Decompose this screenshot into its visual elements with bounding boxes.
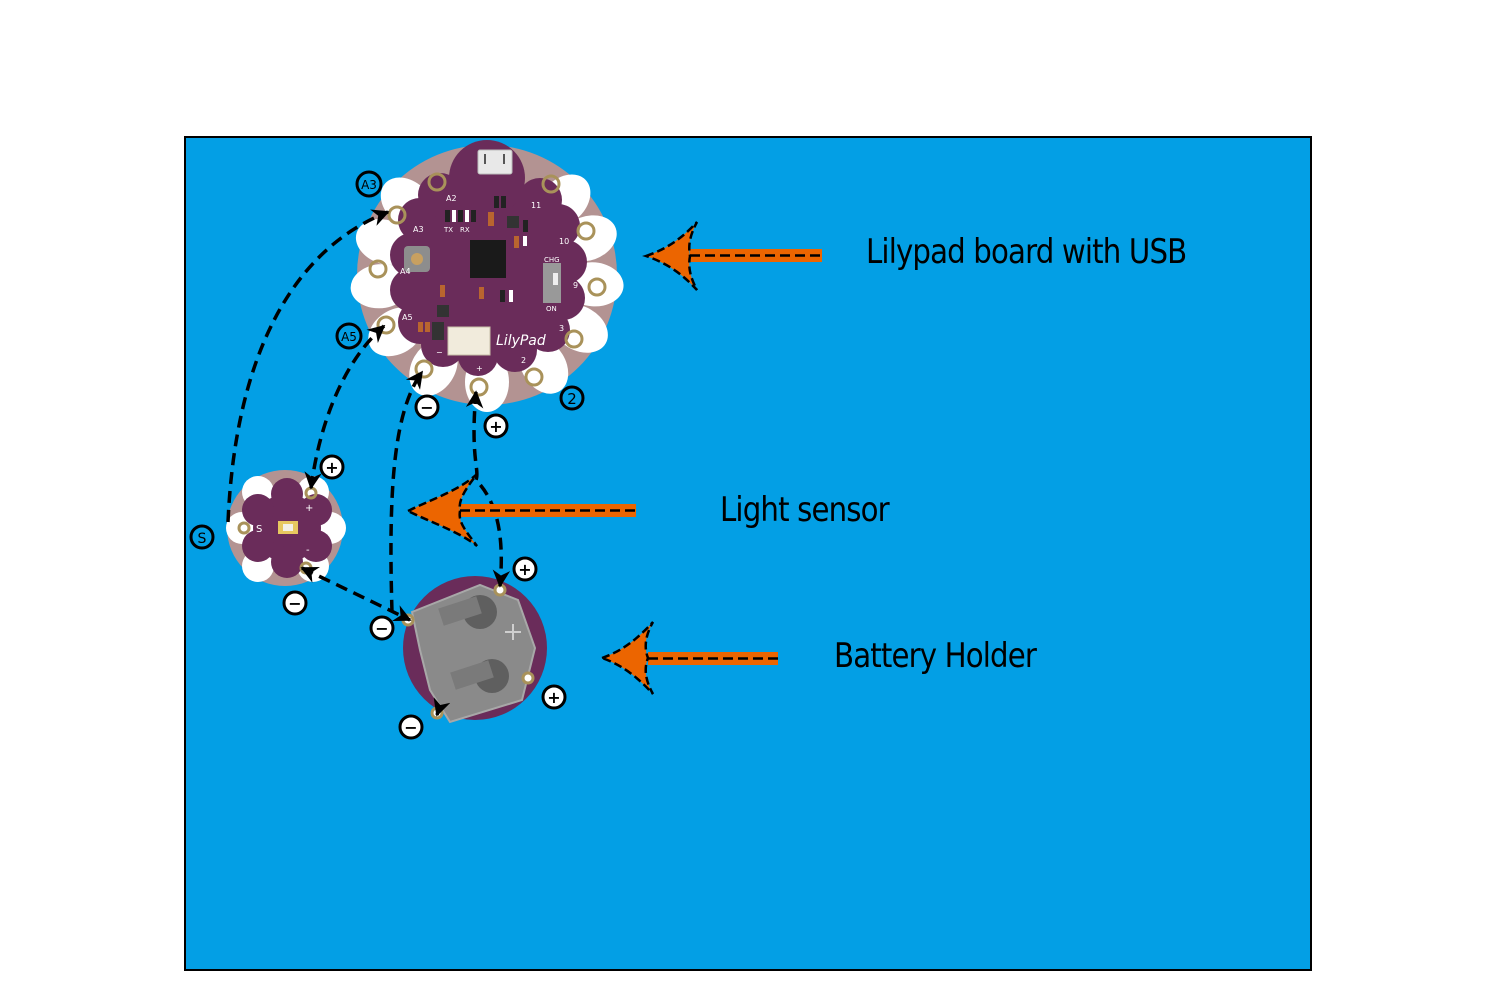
callout-arrow-lilypad: [642, 221, 822, 291]
badge-battery-plus-right: +: [541, 684, 567, 710]
wires: [226, 209, 511, 717]
pin-label-11: 11: [531, 201, 541, 210]
pin-label-a4: A4: [400, 267, 411, 276]
pin-label-plus: +: [476, 364, 483, 373]
svg-text:−: −: [420, 398, 433, 417]
badge-a5: A5: [335, 322, 363, 350]
battery-holder-board: [401, 576, 547, 724]
badge-a3: A3: [355, 170, 383, 198]
board-smd-components: [418, 196, 528, 340]
badge-sensor-plus: +: [319, 454, 345, 480]
svg-text:+: +: [547, 688, 560, 707]
wire-battery-minus-bottom: [433, 697, 451, 717]
svg-text:2: 2: [567, 390, 577, 408]
battery-jst-connector: [447, 326, 491, 356]
badge-board-minus: −: [414, 394, 440, 420]
led-label-rx: RX: [460, 226, 470, 234]
usb-connector: [477, 149, 513, 175]
power-switch[interactable]: [543, 263, 561, 303]
pin-label-minus: −: [436, 348, 443, 357]
svg-text:−: −: [375, 619, 388, 638]
svg-text:−: −: [404, 718, 417, 737]
sensor-silkscreen: S + -: [256, 503, 313, 556]
callout-arrow-sensor: [405, 473, 636, 547]
microcontroller-chip: [470, 240, 506, 278]
pin-label-2: 2: [521, 356, 526, 365]
callout-label-light-sensor: Light sensor: [720, 490, 890, 530]
sensor-label-minus: -: [306, 545, 310, 556]
svg-text:+: +: [518, 560, 531, 579]
pin-label-10: 10: [559, 237, 569, 246]
badge-board-2: 2: [559, 385, 585, 411]
badge-battery-minus-top: −: [369, 615, 395, 641]
wire-sensor-s-to-a3: [226, 209, 390, 523]
badge-board-plus: +: [483, 413, 509, 439]
callout-label-lilypad: Lilypad board with USB: [866, 232, 1187, 272]
pin-label-a2: A2: [446, 194, 457, 203]
holder-plus-mark: [505, 624, 521, 640]
pin-label-3: 3: [559, 324, 564, 333]
badge-sensor-s: S: [189, 524, 215, 550]
callout-label-battery-holder: Battery Holder: [834, 636, 1037, 676]
sensor-label-plus: +: [305, 503, 313, 514]
svg-text:S: S: [198, 531, 207, 547]
led-label-tx: TX: [443, 226, 453, 234]
pin-label-a5: A5: [402, 313, 413, 322]
pin-label-a3: A3: [413, 225, 424, 234]
sensor-label-s: S: [256, 524, 262, 535]
wire-board-minus-to-battery-minus: [389, 370, 424, 613]
switch-label-chg: CHG: [544, 256, 560, 264]
badge-sensor-minus: −: [282, 590, 308, 616]
lilypad-board: A2 A3 A4 A5 11 10 9 3 2 + − TX RX CHG ON…: [350, 140, 624, 412]
svg-text:+: +: [489, 417, 502, 436]
svg-text:+: +: [325, 458, 338, 477]
wire-board-plus-to-battery-plus: [465, 390, 511, 588]
pin-badges: A3 A5 − + 2 S + − − + + −: [189, 170, 585, 740]
callout-arrows: [405, 221, 822, 695]
callout-arrow-battery: [598, 621, 778, 695]
light-sensor-board: S + -: [226, 470, 346, 586]
board-silkscreen: A2 A3 A4 A5 11 10 9 3 2 + − TX RX CHG ON…: [400, 194, 578, 373]
badge-battery-minus-bottom: −: [398, 714, 424, 740]
wire-sensor-plus-to-a5: [304, 324, 386, 490]
pin-label-9: 9: [573, 281, 578, 290]
board-pad-holes: [368, 172, 607, 397]
svg-text:A3: A3: [361, 178, 377, 192]
badge-battery-plus-top: +: [512, 556, 538, 582]
lilypad-logo: LilyPad: [496, 333, 546, 349]
switch-label-on: ON: [546, 305, 557, 313]
svg-text:−: −: [288, 594, 301, 613]
svg-text:A5: A5: [341, 330, 357, 344]
